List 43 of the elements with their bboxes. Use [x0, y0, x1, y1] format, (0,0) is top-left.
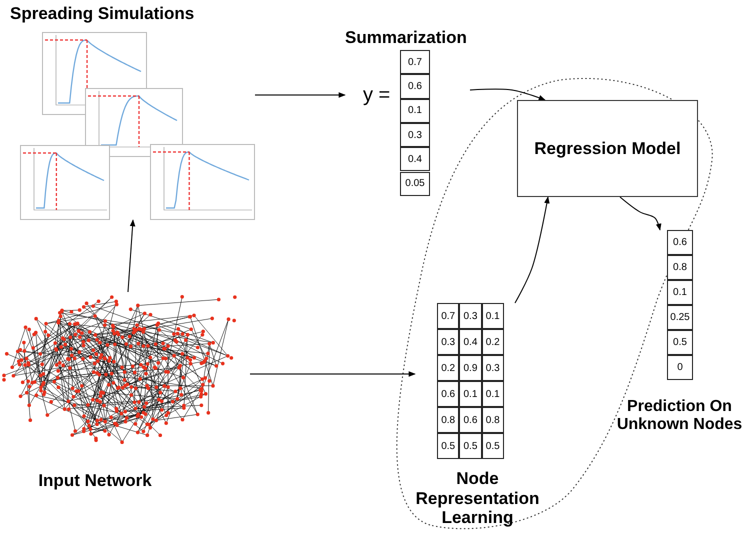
vector-cell: 0.05	[400, 172, 430, 196]
vector-cell: 0.4	[400, 147, 430, 172]
matrix-cell: 0.1	[482, 303, 504, 329]
matrix-cell: 0.3	[437, 329, 460, 355]
matrix-cell: 0.3	[459, 303, 482, 329]
matrix-cell: 0.1	[482, 381, 504, 407]
matrix-cell: 0.5	[459, 433, 482, 459]
vector-cell: 0	[667, 355, 693, 380]
vector-cell: 0.6	[667, 230, 693, 255]
matrix-cell: 0.2	[437, 355, 460, 381]
arrow	[250, 371, 416, 377]
vector-cell: 0.6	[400, 74, 430, 99]
vector-cell: 0.7	[400, 50, 430, 74]
vector-cell: 0.5	[667, 330, 693, 355]
matrix-cell: 0.3	[482, 355, 504, 381]
matrix-cell: 0.2	[482, 329, 504, 355]
matrix-cell: 0.6	[437, 381, 460, 407]
arrow	[254, 92, 346, 98]
section-heading: Summarization	[345, 28, 468, 48]
regression-model-box: Regression Model	[517, 100, 698, 197]
section-heading: Prediction On Unknown Nodes	[616, 398, 744, 435]
arrow	[620, 196, 662, 231]
arrow	[128, 219, 136, 292]
matrix-cell: 0.1	[459, 381, 482, 407]
vector-cell: 0.1	[667, 280, 693, 305]
arrow	[470, 88, 546, 100]
matrix-cell: 0.9	[459, 355, 482, 381]
matrix-cell: 0.8	[482, 407, 504, 433]
equation-label: y =	[363, 84, 390, 107]
matrix-cell: 0.5	[437, 433, 460, 459]
arrow	[514, 196, 550, 304]
vector-cell: 0.8	[667, 255, 693, 280]
vector-cell: 0.1	[400, 98, 430, 123]
matrix-cell: 0.8	[437, 407, 460, 433]
matrix-cell: 0.7	[437, 303, 460, 329]
vector-cell: 0.25	[667, 305, 693, 330]
matrix-cell: 0.5	[482, 433, 504, 459]
section-heading: Node Representation Learning	[415, 469, 540, 528]
section-heading: Input Network	[37, 471, 153, 491]
matrix-cell: 0.6	[459, 407, 482, 433]
vector-cell: 0.3	[400, 122, 430, 148]
matrix-cell: 0.4	[459, 329, 482, 355]
section-heading: Spreading Simulations	[10, 4, 196, 24]
